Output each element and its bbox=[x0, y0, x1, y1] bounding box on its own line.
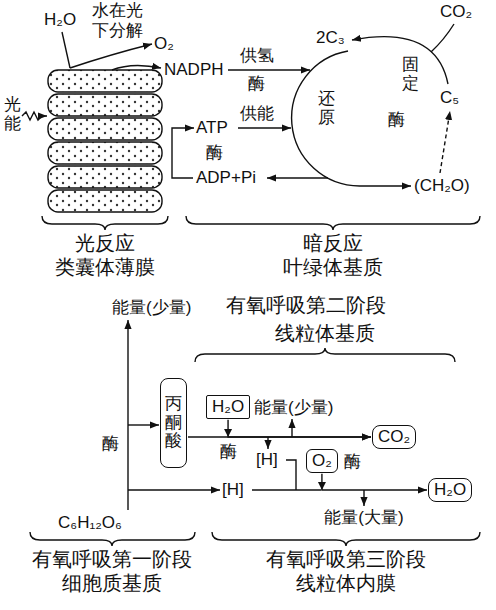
label-text: O₂ bbox=[154, 34, 174, 54]
label-text: 2C₃ bbox=[316, 28, 345, 48]
hydrogen-line bbox=[252, 489, 321, 490]
label-text: 供能 bbox=[240, 104, 274, 124]
label-text: NADPH bbox=[164, 60, 224, 80]
label-text: 暗反应 bbox=[233, 232, 433, 255]
hydrogen-bracket bbox=[286, 460, 296, 490]
energy-small-arrow bbox=[291, 419, 292, 437]
reduction-arc bbox=[292, 51, 411, 186]
nadph-arrow bbox=[112, 65, 161, 70]
energy-supply-arrow bbox=[238, 127, 291, 128]
box-text: O₂ bbox=[312, 451, 332, 471]
label-text: 酶 bbox=[344, 452, 361, 472]
substance-box: H₂O bbox=[206, 395, 250, 419]
label-text: (CH₂O) bbox=[414, 176, 470, 196]
bracket bbox=[195, 348, 455, 362]
regeneration-dashed-arrow bbox=[440, 111, 450, 173]
box-text: 丙酮酸 bbox=[165, 395, 182, 451]
label-text: 能量(少量) bbox=[254, 398, 333, 418]
label-text: C₅ bbox=[440, 88, 459, 108]
vertical-label: 光能 bbox=[4, 96, 21, 133]
bracket bbox=[212, 532, 480, 546]
co2-line bbox=[431, 24, 454, 52]
substance-box: H₂O bbox=[428, 478, 472, 502]
label-text: 能量(大量) bbox=[264, 508, 464, 528]
glucose-energy-arrow bbox=[127, 320, 128, 510]
box-text: H₂O bbox=[212, 397, 244, 417]
glucose-pyruvate-arrow bbox=[128, 424, 159, 425]
box-text: CO₂ bbox=[378, 427, 410, 447]
vertical-label: 还原 bbox=[318, 90, 335, 127]
thylakoid-granum bbox=[48, 70, 162, 212]
label-text: 酶 bbox=[102, 434, 119, 454]
merge-arrowhead bbox=[224, 429, 232, 437]
label-text: 光反应 bbox=[5, 232, 205, 255]
water-line bbox=[62, 32, 70, 68]
adp-return-arrow bbox=[267, 177, 328, 178]
substance-box: O₂ bbox=[306, 449, 338, 473]
vertical-label: 固定 bbox=[402, 56, 419, 93]
hydrogen-supply-arrow bbox=[228, 69, 310, 70]
bracket bbox=[186, 216, 480, 230]
label-text: 酶 bbox=[206, 143, 223, 163]
label-text: ATP bbox=[196, 118, 228, 138]
label-text: H₂O bbox=[44, 10, 76, 30]
label-text: 能量(少量) bbox=[112, 298, 191, 318]
label-text: 类囊体薄膜 bbox=[5, 256, 205, 279]
label-text: CO₂ bbox=[440, 2, 472, 22]
hydrogen-down-arrow bbox=[267, 437, 268, 449]
connector bbox=[318, 474, 427, 490]
label-text: 叶绿体基质 bbox=[233, 256, 433, 279]
substance-box: 丙酮酸 bbox=[160, 378, 187, 468]
bracket bbox=[42, 216, 168, 230]
energy-large-arrow bbox=[363, 490, 364, 506]
bracket bbox=[30, 532, 195, 546]
label-text: 供氢 bbox=[240, 46, 274, 66]
connector-line bbox=[228, 420, 371, 437]
box-text: H₂O bbox=[434, 480, 466, 500]
label-text: 有氧呼吸第二阶段 bbox=[226, 294, 386, 317]
label-text: C₆H₁₂O₆ bbox=[58, 513, 122, 533]
label-text: [H] bbox=[222, 480, 244, 500]
label-text: 有氧呼吸第一阶段 bbox=[12, 548, 212, 571]
label-text: 酶 bbox=[220, 442, 237, 462]
light-arrow bbox=[22, 112, 47, 120]
atp-regeneration-arrow bbox=[172, 128, 194, 178]
oxygen-arrow bbox=[70, 44, 152, 68]
label-text: ADP+Pi bbox=[196, 168, 256, 188]
label-text: 酶 bbox=[248, 74, 265, 94]
label-text: 线粒体基质 bbox=[225, 322, 425, 345]
connector bbox=[224, 420, 371, 437]
connector-line bbox=[322, 474, 427, 490]
label-text: 细胞质基质 bbox=[12, 572, 212, 595]
label-text: 水在光下分解 bbox=[92, 1, 145, 40]
label-text: 酶 bbox=[388, 110, 405, 130]
label-text: 有氧呼吸第三阶段 bbox=[246, 548, 446, 571]
glucose-hydrogen-arrow bbox=[128, 489, 220, 490]
substance-box: CO₂ bbox=[372, 425, 416, 449]
fixation-arc bbox=[352, 37, 448, 84]
label-text: 线粒体内膜 bbox=[246, 572, 446, 595]
merge-arrowhead bbox=[318, 482, 326, 490]
label-text: [H] bbox=[256, 450, 278, 470]
